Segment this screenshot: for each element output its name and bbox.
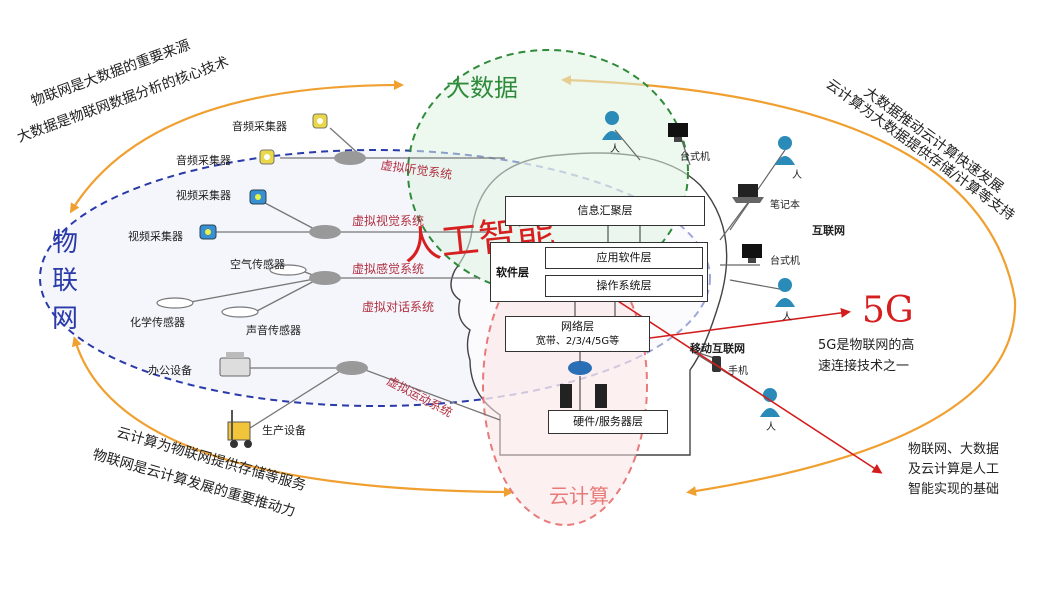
layer-network: 网络层 宽带、2/3/4/5G等	[505, 316, 650, 352]
sensor-rings	[156, 264, 307, 318]
layer-app-label: 应用软件层	[596, 251, 652, 264]
video-collector-icon-2	[199, 224, 217, 240]
arrow-to-5g	[649, 307, 851, 339]
office-equipment-icon	[219, 352, 251, 377]
layer-info-label: 信息汇聚层	[577, 204, 633, 217]
device-chem: 化学传感器	[130, 316, 185, 329]
device-sound: 声音传感器	[246, 324, 301, 337]
audio-collector-icon	[312, 113, 328, 129]
layer-software-label: 软件层	[496, 266, 529, 279]
bigdata-label: 大数据	[446, 74, 518, 102]
device-audio-1: 音频采集器	[232, 120, 287, 133]
desktop-icon-2	[742, 244, 762, 263]
person-label-3: 人	[782, 312, 792, 323]
phone-icon	[712, 356, 721, 372]
internet-label: 互联网	[812, 224, 845, 237]
system-dialog: 虚拟对话系统	[362, 300, 435, 314]
orange-cycle-bottom-left	[71, 336, 514, 497]
layer-hardware-label: 硬件/服务器层	[573, 415, 643, 428]
device-office: 办公设备	[148, 364, 192, 377]
orange-cycle-top-right	[561, 75, 1017, 497]
iot-label: 物联网	[52, 224, 82, 338]
device-air: 空气传感器	[230, 258, 285, 271]
orange-cycle-top-left	[69, 80, 404, 214]
layer-hardware: 硬件/服务器层	[548, 410, 668, 434]
system-vision: 虚拟视觉系统	[352, 214, 425, 228]
device-video-2: 视频采集器	[128, 230, 183, 243]
desktop-icon	[668, 123, 688, 142]
desktop-label-2: 台式机	[770, 256, 800, 267]
layer-app: 应用软件层	[545, 247, 703, 269]
video-collector-icon	[249, 189, 267, 205]
person-label-4: 人	[766, 422, 776, 433]
device-audio-2: 音频采集器	[176, 154, 231, 167]
iot-label-text: 物联网	[52, 228, 79, 334]
note-5g-2: 速连接技术之一	[818, 359, 910, 374]
person-icon	[602, 111, 622, 140]
person-icon-2	[775, 136, 795, 165]
desktop-label-1: 台式机	[680, 152, 710, 163]
note-bottom-right-2: 及云计算是人工	[908, 462, 1000, 477]
person-icon-4	[760, 388, 780, 417]
forklift-icon	[227, 410, 252, 448]
server-icon	[560, 384, 607, 408]
system-sensing: 虚拟感觉系统	[352, 262, 425, 276]
layer-info: 信息汇聚层	[505, 196, 705, 226]
iot-device-lines	[184, 127, 505, 429]
cloud-label: 云计算	[549, 484, 609, 508]
laptop-icon	[732, 184, 764, 203]
person-icon-3	[775, 278, 795, 307]
layer-connectors	[574, 226, 641, 410]
device-video-1: 视频采集器	[176, 189, 231, 202]
audio-collector-icon-2	[259, 149, 275, 165]
layer-network-sub: 宽带、2/3/4/5G等	[535, 336, 620, 347]
router-icon	[568, 361, 592, 375]
note-bottom-right-3: 智能实现的基础	[908, 482, 1000, 497]
fiveg-label: 5G	[862, 290, 914, 331]
person-label-1: 人	[610, 144, 620, 155]
layer-os-label: 操作系统层	[596, 279, 652, 292]
note-5g-1: 5G是物联网的高	[818, 338, 915, 353]
phone-label: 手机	[728, 366, 748, 377]
laptop-label: 笔记本	[770, 200, 800, 211]
hub-nodes	[309, 151, 368, 375]
device-production: 生产设备	[262, 424, 306, 437]
mobile-internet-label: 移动互联网	[690, 342, 745, 355]
layer-os: 操作系统层	[545, 275, 703, 297]
layer-network-label: 网络层	[561, 320, 594, 333]
person-label-2: 人	[792, 170, 802, 181]
note-bottom-right-1: 物联网、大数据	[908, 442, 1000, 457]
